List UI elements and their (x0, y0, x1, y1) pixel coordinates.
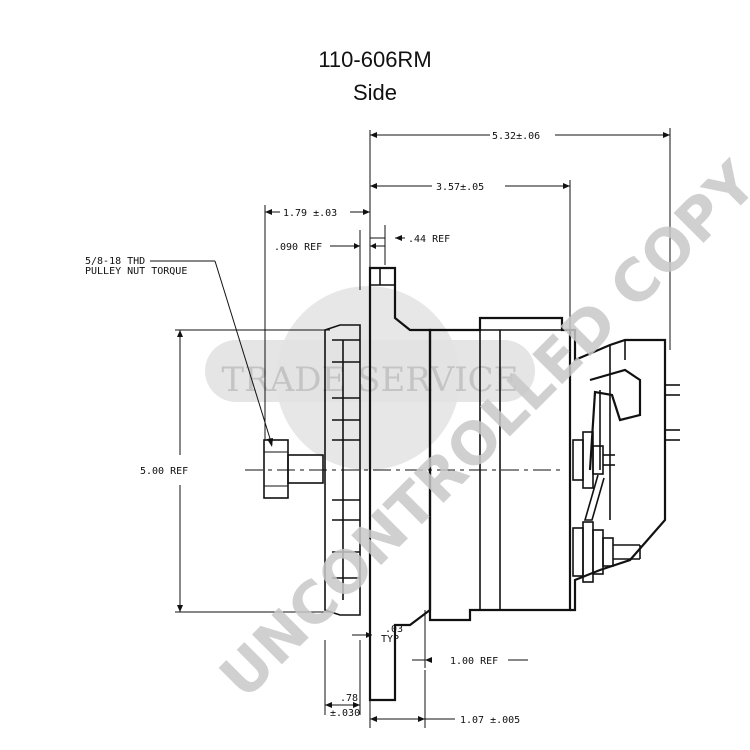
dim-ref-44: .44 REF (370, 225, 450, 265)
fan-assembly (324, 324, 361, 616)
dim-height-ref-label: 5.00 REF (140, 466, 188, 477)
dim-107-label: 1.07 ±.005 (460, 715, 520, 726)
dim-pulley-offset: 1.79 ±.03 (264, 205, 370, 440)
dim-ref-090: .090 REF (274, 230, 385, 290)
dim-pulley-offset-label: 1.79 ±.03 (283, 208, 337, 219)
dim-body-length: 3.57±.05 (370, 180, 571, 330)
dim-78-line1: .78 (340, 693, 358, 704)
thread-note-line1: 5/8-18 THD (85, 256, 145, 267)
dim-ref-090-label: .090 REF (274, 242, 322, 253)
rear-end-frame (570, 328, 680, 612)
dim-ref-44-label: .44 REF (408, 234, 450, 245)
dim-height-ref: 5.00 REF (140, 329, 330, 613)
dim-ref-100-label: 1.00 REF (450, 656, 498, 667)
alternator-outline (245, 266, 680, 702)
view-subtitle: Side (352, 80, 398, 105)
dim-body-length-label: 3.57±.05 (436, 182, 484, 193)
dim-ref-100: 1.00 REF (412, 610, 528, 668)
dim-typ-03-line2: TYP (381, 634, 399, 645)
part-number-title: 110-606RM (318, 47, 432, 72)
dim-78-line2: ±.030 (330, 708, 360, 719)
dim-overall-length-label: 5.32±.06 (492, 131, 540, 142)
dim-78: .78 ±.030 (324, 640, 361, 719)
dim-107: 1.07 ±.005 (369, 640, 520, 728)
thread-note-line2: PULLEY NUT TORQUE (85, 266, 187, 277)
pulley-nut (263, 439, 324, 499)
